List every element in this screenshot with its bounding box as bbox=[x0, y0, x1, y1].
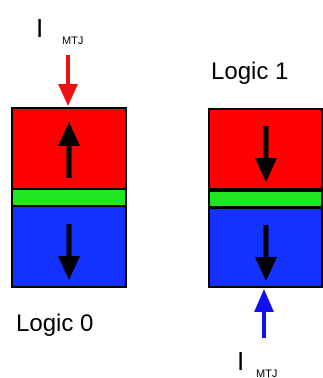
logic0-current-subscript: MTJ bbox=[62, 35, 83, 47]
logic0-current-label: I MTJ bbox=[36, 13, 83, 47]
logic1-cell: Logic 1 I MTJ bbox=[208, 58, 323, 378]
logic1-tunnel-barrier bbox=[208, 190, 323, 208]
logic0-pinned-arrow-head bbox=[58, 256, 80, 280]
logic1-current-arrow-up-icon bbox=[254, 289, 274, 338]
logic1-pinned-arrow-head bbox=[255, 257, 277, 281]
logic0-current-arrow-head bbox=[58, 84, 78, 106]
logic0-tunnel-barrier bbox=[11, 188, 127, 207]
logic0-pinned-arrow-down-icon bbox=[58, 224, 80, 280]
logic1-label: Logic 1 bbox=[211, 58, 288, 85]
logic0-label: Logic 0 bbox=[16, 310, 93, 337]
logic1-free-arrow-head bbox=[255, 158, 277, 182]
logic0-free-arrow-up-icon bbox=[58, 122, 80, 178]
logic1-free-arrow-down-icon bbox=[255, 126, 277, 182]
logic0-current-symbol: I bbox=[36, 13, 43, 43]
logic1-current-label: I MTJ bbox=[237, 346, 277, 378]
logic1-pinned-arrow-down-icon bbox=[255, 225, 277, 281]
logic0-free-arrow-head bbox=[58, 122, 80, 146]
logic1-current-symbol: I bbox=[237, 346, 244, 376]
logic0-cell: I MTJ Logic 0 bbox=[11, 13, 127, 337]
logic1-current-arrow-head bbox=[254, 289, 274, 312]
logic0-current-arrow-down-icon bbox=[58, 55, 78, 106]
logic1-current-subscript: MTJ bbox=[256, 368, 277, 378]
